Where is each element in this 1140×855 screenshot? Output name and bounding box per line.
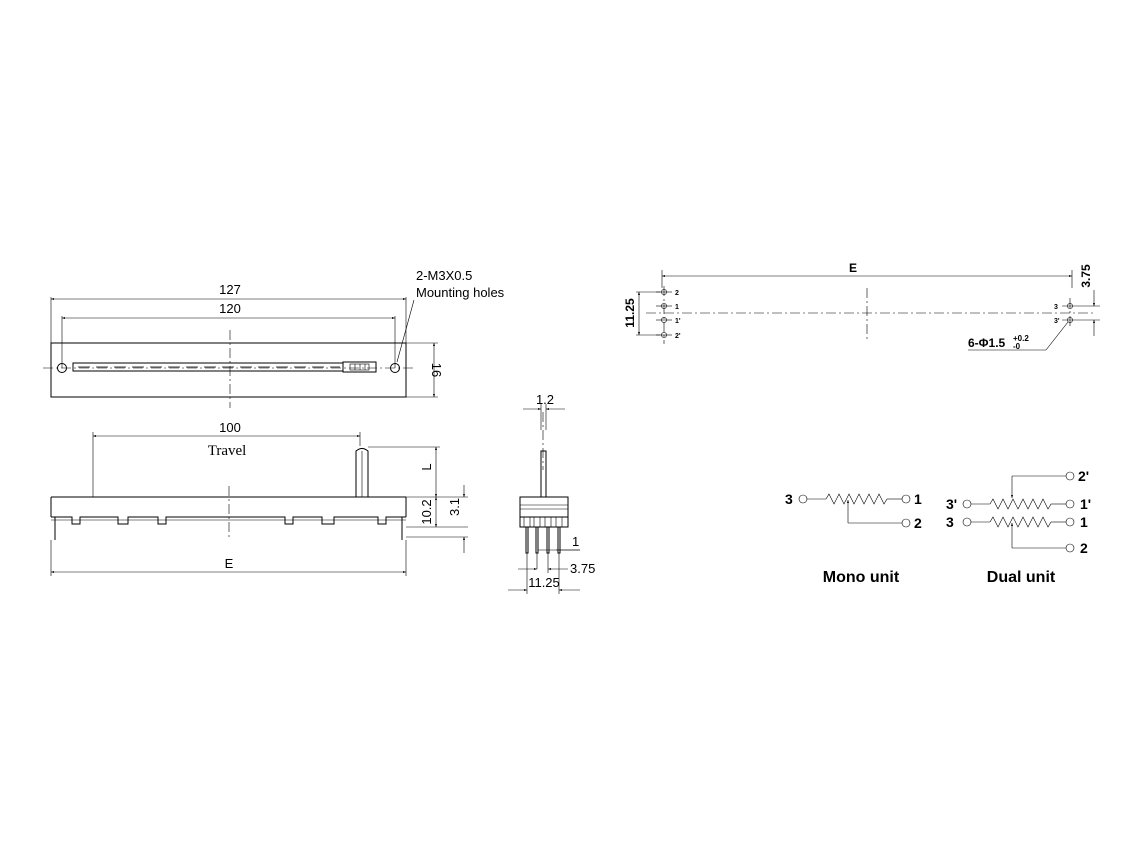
dim-3-75-pcb: 3.75: [1079, 264, 1093, 288]
pcb-label-2p: 2': [675, 333, 681, 340]
mount-label-line2: Mounting holes: [416, 285, 505, 300]
hole-tol-minus: -0: [1013, 342, 1021, 351]
mono-pin-3: 3: [785, 491, 793, 507]
dim-16: 16: [429, 363, 444, 377]
dual-pin-3: 3: [946, 514, 954, 530]
dim-3-75-end: 3.75: [570, 561, 595, 576]
mono-schematic: 3 1 2 Mono unit: [785, 491, 922, 586]
dual-pin-1: 1: [1080, 514, 1088, 530]
dim-L: L: [419, 463, 434, 470]
end-view: 1.2 1 3.75 11.25: [508, 392, 595, 594]
pcb-label-3: 3: [1054, 304, 1058, 311]
mount-label-line1: 2-M3X0.5: [416, 268, 472, 283]
dim-E-side: E: [225, 556, 234, 571]
travel-label: Travel: [208, 443, 247, 459]
slider-knob-stub: [342, 361, 377, 373]
dim-10-2: 10.2: [419, 499, 434, 524]
hole-spec: 6-Φ1.5: [968, 336, 1006, 350]
dim-3-1: 3.1: [447, 498, 462, 516]
pin-b: [535, 526, 539, 554]
dual-pin-3p: 3': [946, 496, 957, 512]
dim-E-pcb: E: [849, 261, 857, 275]
top-view: 127 120 16 2-M3X0.5 Mounting holes: [43, 268, 505, 408]
dim-1-2: 1.2: [536, 392, 554, 407]
dim-11-25-end: 11.25: [528, 575, 560, 590]
mono-pin-1: 1: [914, 491, 922, 507]
dim-127: 127: [219, 282, 241, 297]
mono-resistor: [825, 493, 888, 505]
pin-d: [557, 526, 561, 554]
pcb-label-1p: 1': [675, 318, 681, 325]
dual-title: Dual unit: [987, 569, 1056, 586]
dual-resistor-top: [989, 498, 1052, 510]
hole-tol-plus: +0.2: [1013, 334, 1029, 343]
dual-pin-2: 2: [1080, 540, 1088, 556]
dual-resistor-bottom: [989, 516, 1052, 528]
dim-100: 100: [219, 420, 241, 435]
pin-a: [525, 526, 529, 554]
top-body-outline: [50, 342, 407, 398]
dual-pin-1p: 1': [1080, 496, 1091, 512]
pcb-label-2: 2: [675, 290, 679, 297]
pcb-label-3p: 3': [1054, 318, 1060, 325]
dual-schematic: 2' 3' 1' 3 1 2 Dual unit: [946, 468, 1091, 586]
dim-120: 120: [219, 301, 241, 316]
pin-c: [546, 526, 550, 554]
end-lever: [540, 450, 547, 498]
dual-pin-2p: 2': [1078, 468, 1089, 484]
mono-title: Mono unit: [823, 569, 900, 586]
end-body: [519, 496, 569, 518]
body-bottom-profile: [51, 516, 406, 525]
dim-1: 1: [572, 534, 579, 549]
lever: [355, 448, 369, 497]
pcb-label-1: 1: [675, 304, 679, 311]
mono-pin-2: 2: [914, 515, 922, 531]
dim-11-25-pcb: 11.25: [623, 298, 637, 328]
pcb-layout: E 2 1 1' 2' 11.25 3 3' 3.75: [623, 261, 1100, 351]
side-view: 100 Travel L 10.2 3.1 E: [50, 420, 468, 576]
